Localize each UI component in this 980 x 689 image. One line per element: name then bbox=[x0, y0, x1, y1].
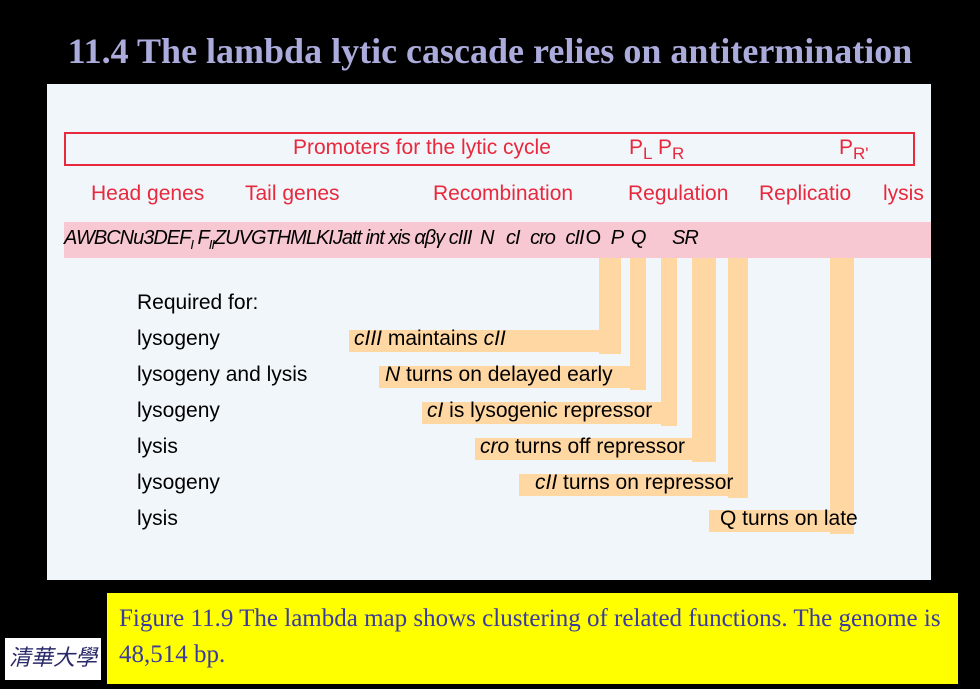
lambda-map-diagram: Promoters for the lytic cycle PL PR PR' … bbox=[47, 84, 931, 580]
desc-row-5: cII turns on repressor bbox=[535, 471, 734, 494]
promoter-pr: PR bbox=[658, 136, 685, 164]
tsinghua-logo: 清華大學 bbox=[5, 638, 101, 680]
region-regulation: Regulation bbox=[628, 182, 729, 205]
promoter-pl: PL bbox=[629, 136, 653, 164]
req-row-6: lysis bbox=[137, 507, 178, 530]
stripe-cro bbox=[692, 258, 716, 462]
desc-bar-6 bbox=[709, 510, 854, 532]
desc-row-4: cro turns off repressor bbox=[480, 435, 686, 458]
req-row-5: lysogeny bbox=[137, 471, 220, 494]
desc-bar-4 bbox=[475, 438, 716, 460]
stripe-Q bbox=[830, 258, 854, 534]
required-header: Required for: bbox=[137, 291, 259, 314]
gene-map-band bbox=[64, 222, 931, 258]
desc-bar-2 bbox=[379, 366, 646, 388]
stripe-cI bbox=[661, 258, 677, 426]
promoter-box bbox=[64, 132, 915, 166]
slide-title: 11.4 The lambda lytic cascade relies on … bbox=[67, 31, 913, 71]
desc-row-6: Q turns on late bbox=[720, 507, 858, 530]
region-head-genes: Head genes bbox=[91, 182, 205, 205]
region-replication: Replicatio bbox=[759, 182, 852, 205]
desc-row-1: cIII maintains cII bbox=[354, 327, 506, 350]
gene-map: AWBCNu3DEFI FIIZUVGTHMLKIJatt int xis αβ… bbox=[64, 227, 699, 252]
promoter-pr-prime: PR' bbox=[839, 136, 869, 164]
desc-row-3: cI is lysogenic repressor bbox=[427, 399, 653, 422]
region-recombination: Recombination bbox=[433, 182, 574, 205]
desc-row-2: N turns on delayed early bbox=[385, 363, 613, 386]
desc-bar-1 bbox=[349, 330, 621, 352]
req-row-3: lysogeny bbox=[137, 399, 220, 422]
region-lysis: lysis bbox=[883, 182, 924, 205]
stripe-N bbox=[630, 258, 646, 390]
region-tail-genes: Tail genes bbox=[245, 182, 340, 205]
desc-bar-3 bbox=[422, 402, 677, 424]
req-row-1: lysogeny bbox=[137, 327, 220, 350]
req-row-4: lysis bbox=[137, 435, 178, 458]
promoter-label: Promoters for the lytic cycle bbox=[293, 136, 551, 159]
desc-bar-5 bbox=[519, 474, 748, 496]
figure-caption: Figure 11.9 The lambda map shows cluster… bbox=[107, 593, 958, 684]
stripe-cII bbox=[728, 258, 748, 498]
req-row-2: lysogeny and lysis bbox=[137, 363, 308, 386]
